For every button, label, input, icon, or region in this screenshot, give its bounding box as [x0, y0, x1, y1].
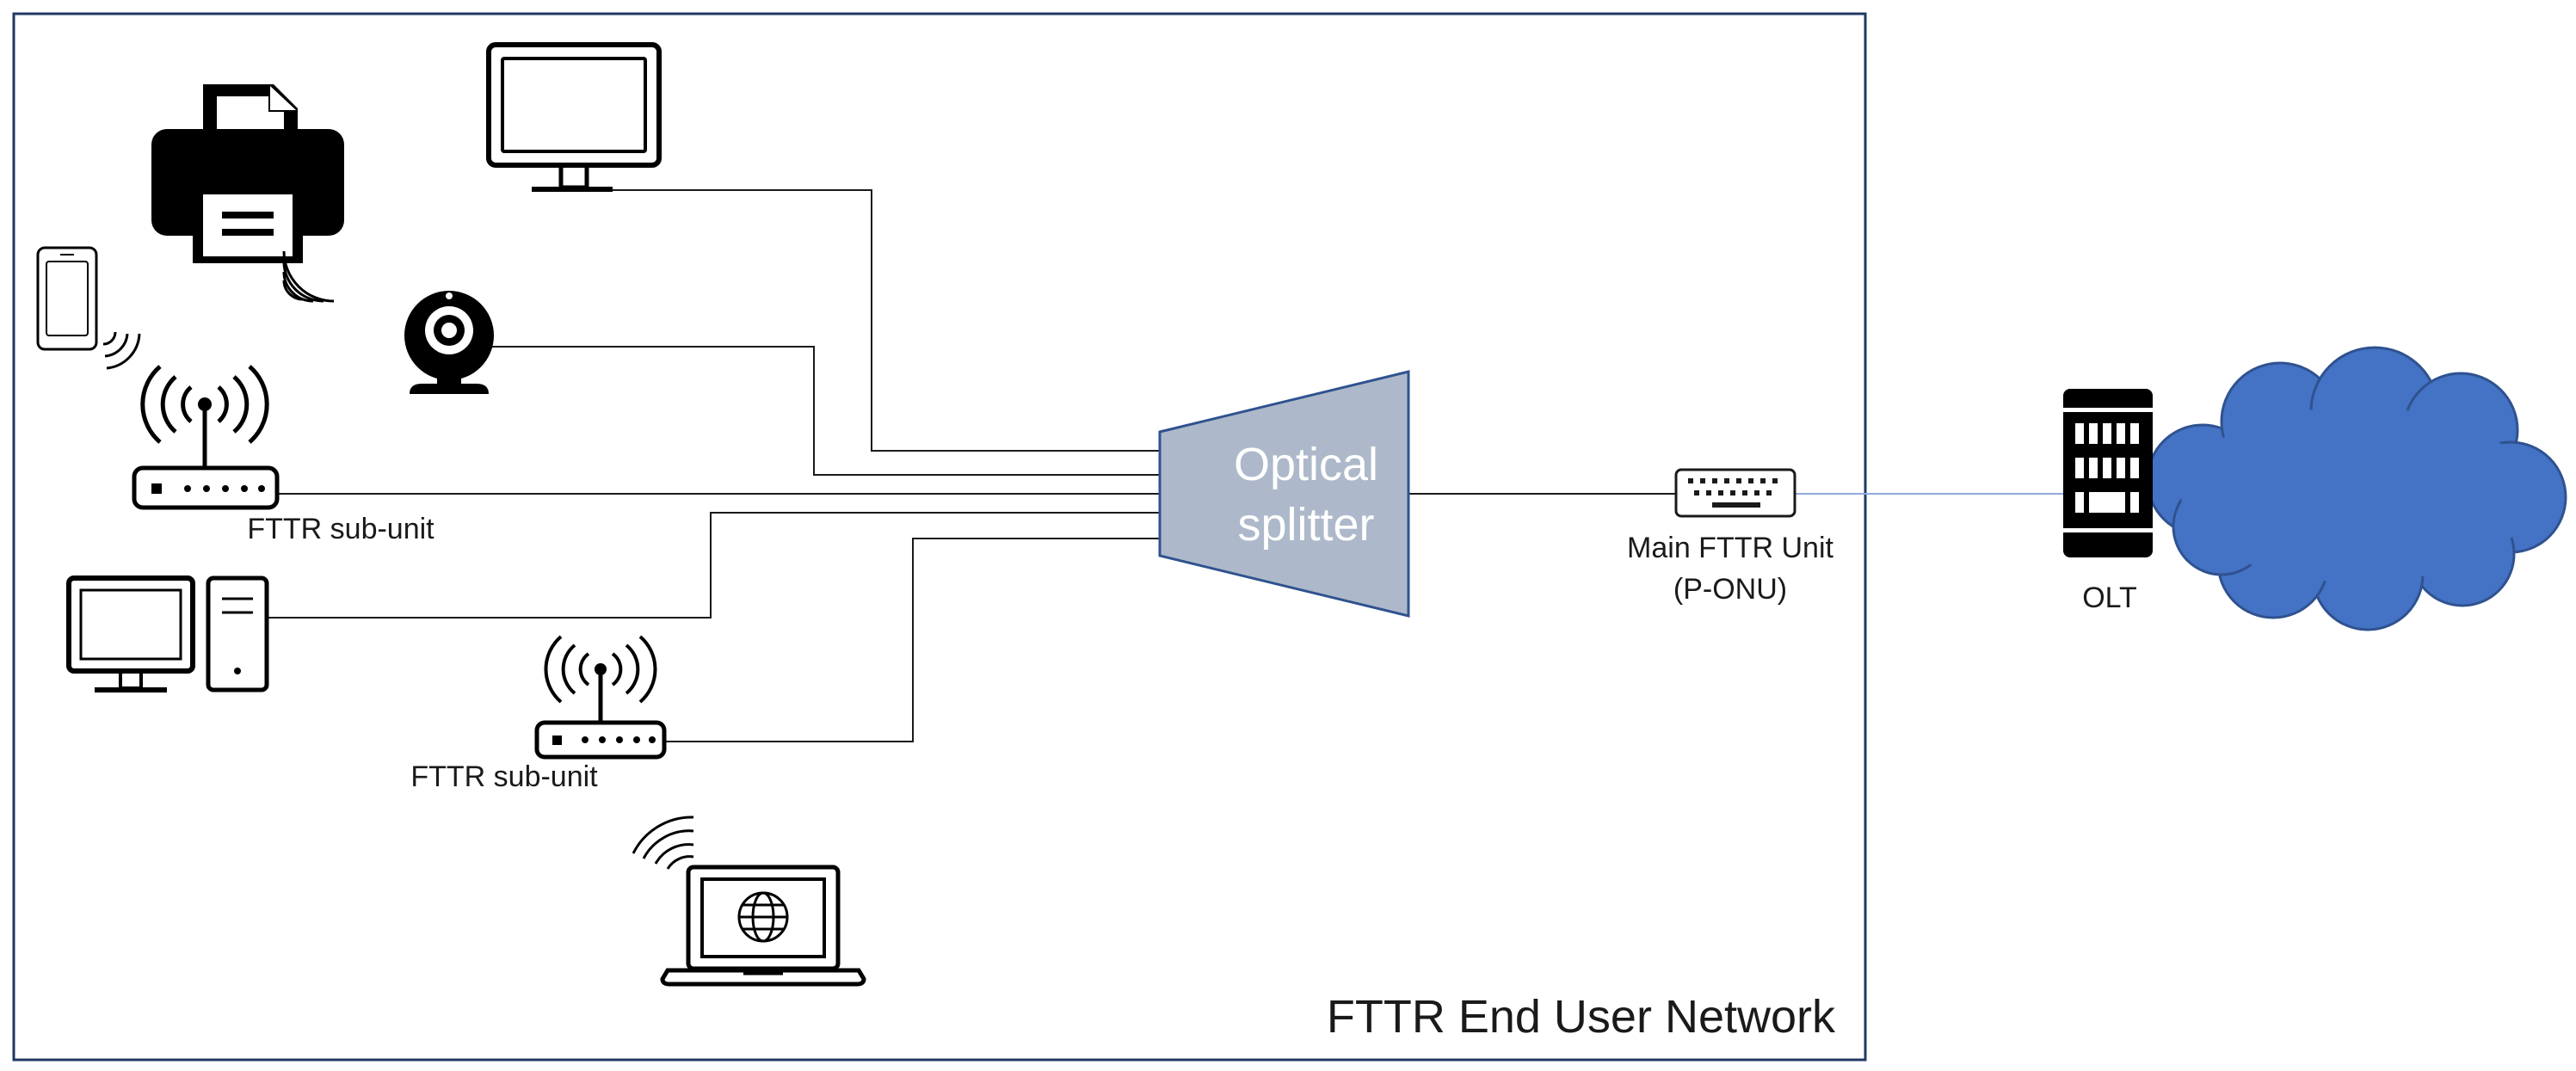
link-sub-unit-2 [665, 538, 1162, 742]
router-icon [132, 397, 280, 510]
wifi-signal-icon [140, 365, 269, 444]
globe-icon [737, 891, 789, 943]
wifi-signal-icon [544, 635, 657, 704]
optical-splitter-label-line1: Optical [1234, 439, 1378, 490]
wifi-signal-icon [282, 250, 335, 303]
end-user-network-label: FTTR End User Network [1327, 991, 1836, 1043]
link-webcam [487, 346, 1162, 476]
server-rack-icon [2063, 389, 2153, 557]
wifi-signal-icon [102, 331, 141, 370]
desktop-computer-icon [66, 576, 269, 692]
printer-icon [151, 84, 344, 303]
olt: OLT [2063, 389, 2153, 614]
onu-device-icon [1674, 468, 1796, 518]
webcam-icon [404, 291, 494, 394]
main-fttr-unit-sublabel: (P-ONU) [1673, 573, 1787, 606]
cloud-body [2181, 407, 2534, 582]
fttr-sub-unit-2-label: FTTR sub-unit [410, 760, 598, 793]
optical-splitter-label-line2: splitter [1237, 499, 1374, 551]
monitor-icon [486, 42, 662, 192]
olt-label: OLT [2082, 582, 2137, 614]
router-icon [534, 663, 667, 760]
link-monitor [602, 189, 1162, 452]
end-user-network-boundary [12, 12, 1867, 1062]
connection-lines [268, 189, 1676, 742]
optical-splitter: Optical splitter [1158, 370, 1410, 618]
link-desktop [268, 512, 1162, 619]
wifi-signal-icon [632, 816, 694, 870]
fttr-sub-unit-2: FTTR sub-unit [410, 635, 667, 793]
optical-splitter-shape [1158, 370, 1410, 618]
main-fttr-unit-label: Main FTTR Unit [1627, 532, 1833, 564]
fttr-sub-unit-1: FTTR sub-unit [132, 365, 434, 545]
main-fttr-unit: Main FTTR Unit (P-ONU) [1627, 468, 1834, 606]
smartphone-icon [36, 246, 141, 370]
laptop-icon [632, 816, 866, 987]
fttr-sub-unit-1-label: FTTR sub-unit [247, 513, 434, 545]
